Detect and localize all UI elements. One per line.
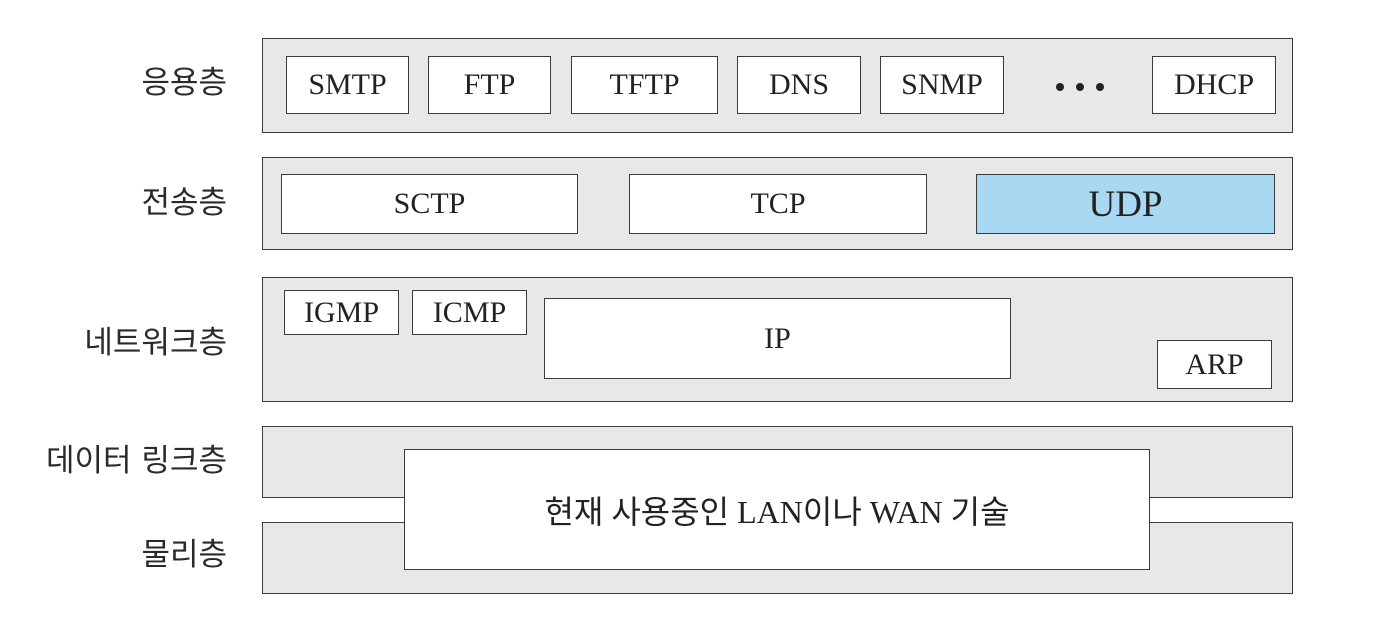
igmp-box: IGMP	[284, 290, 399, 335]
dns-box: DNS	[737, 56, 861, 114]
network-layer-label: 네트워크층	[84, 325, 227, 361]
sctp-box: SCTP	[281, 174, 578, 234]
tcp-box: TCP	[629, 174, 927, 234]
udp-box: UDP	[976, 174, 1275, 234]
transport-layer-label: 전송층	[141, 185, 227, 221]
arp-box: ARP	[1157, 340, 1272, 389]
ip-box: IP	[544, 298, 1011, 379]
physical-layer-label: 물리층	[141, 537, 227, 573]
datalink-layer-label: 데이터 링크층	[46, 443, 227, 479]
ellipsis-icon	[1040, 62, 1120, 112]
ftp-box: FTP	[428, 56, 551, 114]
icmp-box: ICMP	[412, 290, 527, 335]
tftp-box: TFTP	[571, 56, 718, 114]
lan-wan-technology-box: 현재 사용중인 LAN이나 WAN 기술	[404, 449, 1150, 570]
dhcp-box: DHCP	[1152, 56, 1276, 114]
snmp-box: SNMP	[880, 56, 1004, 114]
application-layer-label: 응용층	[141, 65, 227, 101]
smtp-box: SMTP	[286, 56, 409, 114]
